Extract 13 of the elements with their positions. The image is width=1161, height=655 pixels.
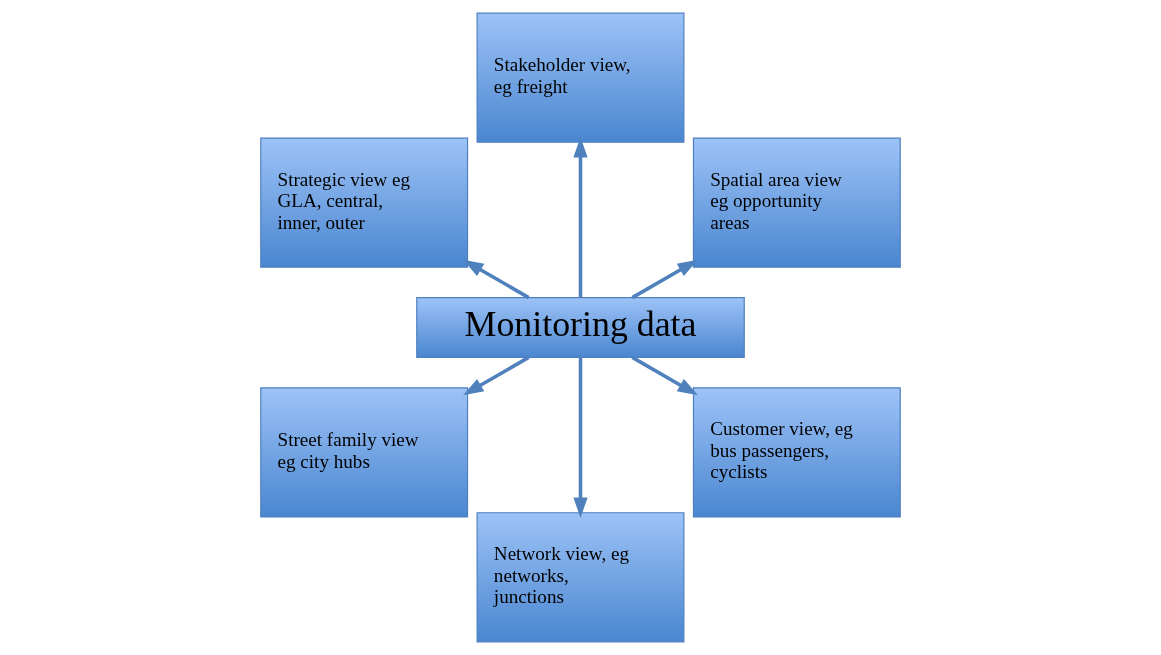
node-box: Strategic view eg GLA, central, inner, outer — [260, 137, 469, 268]
node-box: Stakeholder view, eg freight — [476, 12, 685, 143]
node-box: Customer view, eg bus passengers, cyclists — [692, 387, 901, 518]
arrow — [631, 355, 698, 396]
arrow — [631, 259, 698, 300]
arrow — [463, 355, 530, 396]
node-box: Monitoring data — [416, 297, 745, 358]
node-box: Spatial area view eg opportunity areas — [692, 137, 901, 268]
arrow — [573, 357, 588, 518]
arrow — [463, 259, 530, 300]
node-box: Network view, eg networks, junctions — [476, 512, 685, 643]
arrow — [573, 137, 588, 298]
node-box: Street family view eg city hubs — [260, 387, 469, 518]
